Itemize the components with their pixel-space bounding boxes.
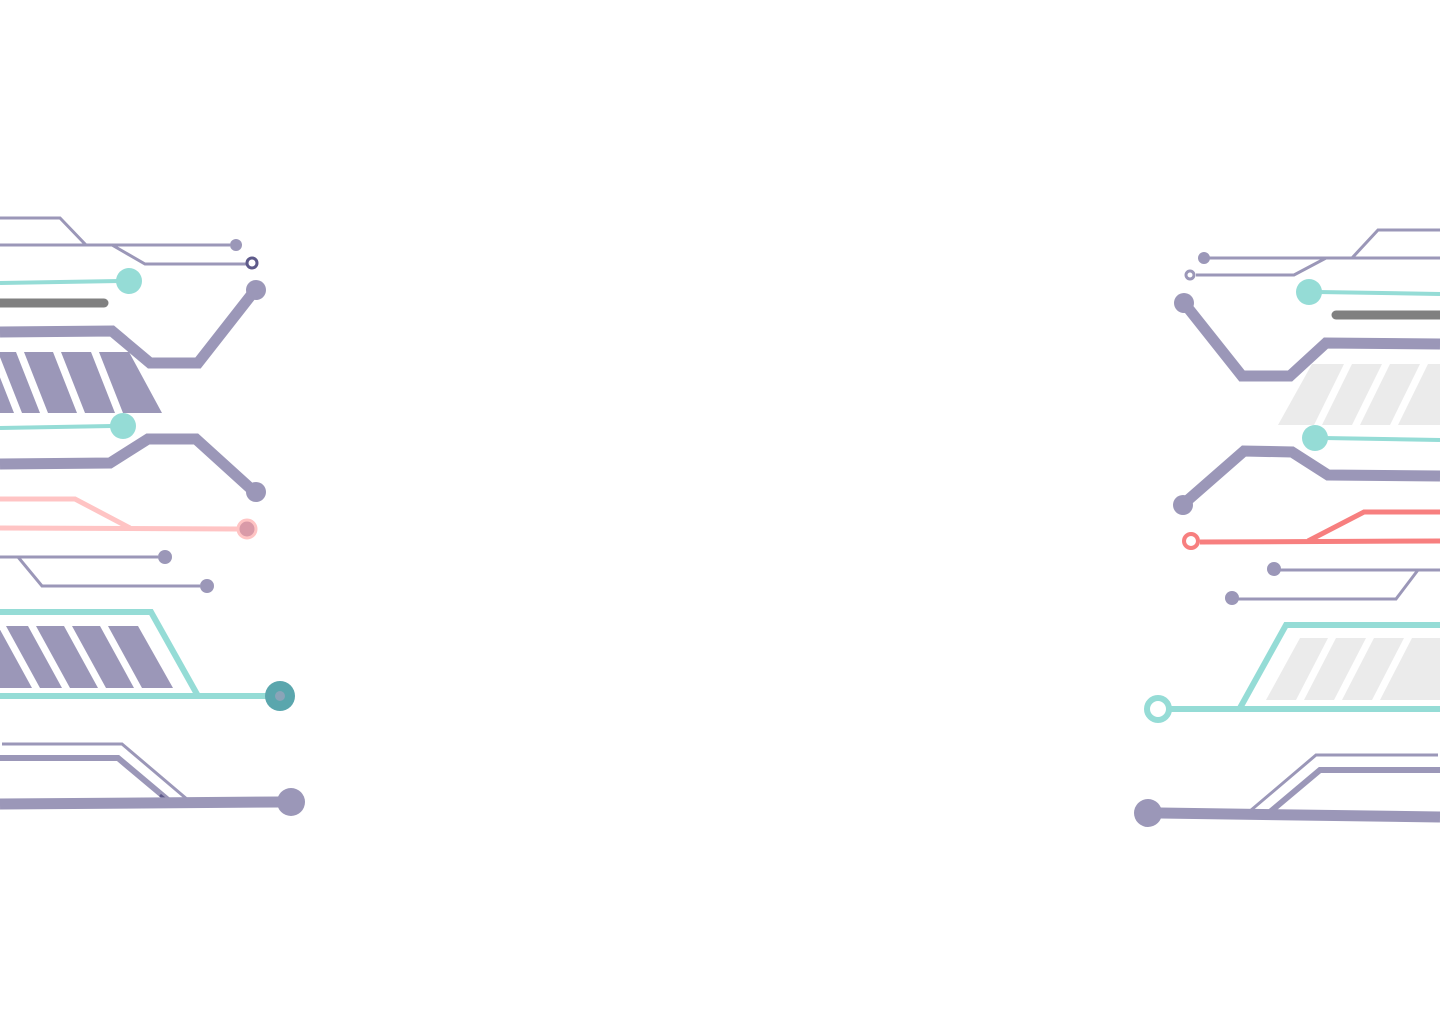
left-teal-frame bbox=[0, 609, 270, 699]
right-thick-line-2 bbox=[1184, 445, 1440, 505]
left-teal-line-2 bbox=[0, 424, 113, 430]
left-thick-line-3 bbox=[0, 796, 281, 810]
left-thin-line-1 bbox=[0, 216, 230, 247]
right-thin-line-4 bbox=[1238, 569, 1420, 601]
left-teal-dot-2 bbox=[110, 413, 136, 439]
left-mid-line bbox=[0, 755, 170, 803]
right-striped-block-2 bbox=[1266, 638, 1440, 700]
left-node-3 bbox=[246, 280, 266, 300]
left-node-2 bbox=[245, 256, 259, 270]
right-teal-node-ring bbox=[1144, 695, 1172, 723]
right-mid-line bbox=[1268, 767, 1440, 815]
right-node-6 bbox=[1225, 591, 1239, 605]
left-node-1 bbox=[230, 239, 242, 251]
right-node-1 bbox=[1198, 252, 1210, 264]
right-thick-line-3 bbox=[1159, 807, 1440, 823]
right-coral-line-2 bbox=[1199, 538, 1440, 545]
left-teal-line-1 bbox=[0, 279, 121, 285]
left-pink-line-2 bbox=[0, 525, 239, 532]
left-thin-line-2 bbox=[0, 243, 246, 266]
right-node-7 bbox=[1134, 799, 1162, 827]
left-striped-block-2 bbox=[0, 626, 173, 688]
right-teal-dot-1 bbox=[1296, 279, 1322, 305]
right-node-5 bbox=[1267, 562, 1281, 576]
left-node-4 bbox=[246, 482, 266, 502]
right-node-4 bbox=[1173, 495, 1193, 515]
right-thin-line-5 bbox=[1249, 753, 1438, 813]
left-node-6 bbox=[200, 579, 214, 593]
left-teal-node-inner bbox=[275, 691, 285, 701]
right-node-2 bbox=[1184, 269, 1196, 281]
left-thin-line-4 bbox=[16, 556, 200, 588]
left-striped-block-1 bbox=[0, 352, 162, 413]
left-thick-line-2 bbox=[0, 433, 254, 493]
right-coral-node bbox=[1182, 532, 1200, 550]
right-teal-frame bbox=[1237, 622, 1440, 710]
right-teal-line-2 bbox=[1323, 436, 1440, 442]
left-pink-node bbox=[236, 518, 258, 540]
left-node-5 bbox=[158, 550, 172, 564]
right-coral-line-1 bbox=[1306, 509, 1440, 544]
left-circuit-decoration bbox=[0, 216, 305, 816]
left-thick-line-1 bbox=[0, 290, 257, 369]
left-thin-line-5 bbox=[2, 742, 189, 802]
right-teal-line-1 bbox=[1317, 290, 1440, 296]
right-node-3 bbox=[1174, 293, 1194, 313]
right-thin-line-2 bbox=[1196, 256, 1440, 277]
left-teal-dot-1 bbox=[116, 268, 142, 294]
left-pink-line-1 bbox=[0, 496, 132, 531]
right-striped-block-1 bbox=[1278, 364, 1440, 425]
left-node-7 bbox=[277, 788, 305, 816]
right-teal-dot-2 bbox=[1302, 425, 1328, 451]
right-thin-line-1 bbox=[1208, 228, 1440, 260]
right-thick-line-1 bbox=[1183, 304, 1440, 382]
right-circuit-decoration bbox=[1134, 228, 1440, 827]
